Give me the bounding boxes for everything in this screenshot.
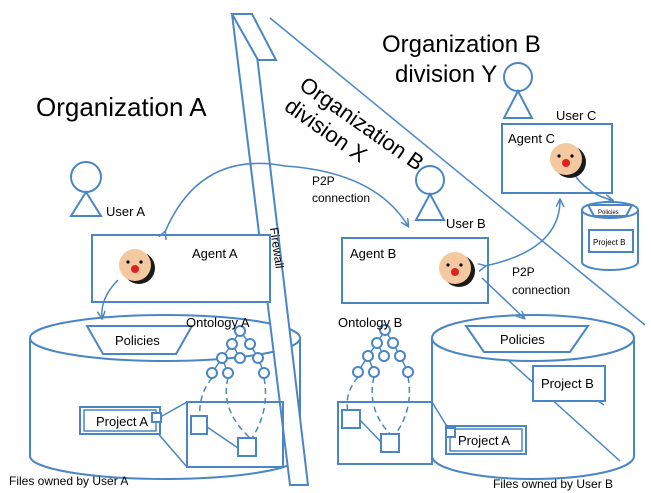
division-boundary-line — [269, 17, 646, 326]
user-a-label: User A — [106, 204, 145, 219]
ontology-a-label: Ontology A — [186, 315, 250, 330]
ontology-a-file-icons — [190, 415, 257, 457]
project-b-right-label: Project B — [541, 376, 594, 391]
agent-a-face-icon — [119, 249, 155, 284]
ontology-a-tree — [199, 325, 270, 439]
policies-box-c — [586, 204, 634, 217]
p2p-connection-b-c — [485, 200, 560, 266]
p2p-top-line1: P2P — [312, 174, 335, 188]
project-a-right-label: Project A — [458, 433, 510, 448]
policies-box-b — [464, 325, 590, 353]
project-b-c-label: Project B — [593, 238, 625, 247]
agent-a-label: Agent A — [192, 246, 238, 261]
ontology-b-tree — [346, 324, 414, 437]
file-fold-b — [507, 359, 621, 462]
project-a-left-label: Project A — [96, 414, 148, 429]
ontology-b-files-box — [337, 401, 433, 465]
agent-a-to-policies — [102, 279, 119, 318]
agent-a-box — [91, 234, 271, 303]
agent-b-to-storage — [481, 277, 524, 318]
org-b-x-label: Organization B division X — [280, 72, 428, 176]
ontology-b-label: Ontology B — [338, 315, 402, 330]
firewall-label: Firewall — [267, 226, 287, 269]
agent-b-label: Agent B — [350, 246, 396, 261]
user-c-figure — [502, 62, 534, 119]
org-b-y-line2: division Y — [395, 61, 497, 88]
p2p-right-line1: P2P — [512, 265, 535, 279]
project-b-box — [532, 365, 606, 402]
ontology-a-files-box — [186, 401, 284, 468]
org-a-label: Organization A — [36, 92, 207, 122]
files-a-label: Files owned by User A — [9, 474, 128, 488]
p2p-right-line2: connection — [512, 283, 570, 297]
project-a-box-left — [79, 406, 162, 435]
project-a-link-left2 — [154, 429, 188, 468]
user-b-label: User B — [446, 216, 486, 231]
ontology-b-file-icons — [341, 409, 400, 453]
project-a-link-right — [431, 401, 449, 429]
agent-c-to-storage — [575, 176, 612, 200]
agent-c-label: Agent C — [508, 131, 555, 146]
policies-b-label: Policies — [500, 332, 545, 347]
project-b-box-c — [588, 229, 634, 253]
files-b-label: Files owned by User B — [493, 477, 613, 491]
p2p-connection-a-b — [165, 162, 408, 232]
org-b-y-line1: Organization B — [382, 31, 541, 58]
p2p-top-line2: connection — [312, 191, 370, 205]
policies-box-a — [85, 325, 194, 355]
project-a-box-right — [445, 425, 527, 455]
agent-b-face-icon — [439, 252, 475, 287]
policies-c-label: Policies — [598, 210, 619, 216]
policies-a-label: Policies — [115, 333, 160, 348]
agent-c-face-icon — [550, 143, 586, 178]
user-a-figure — [69, 161, 103, 217]
user-c-label: User C — [556, 108, 596, 123]
user-b-figure — [414, 165, 446, 221]
